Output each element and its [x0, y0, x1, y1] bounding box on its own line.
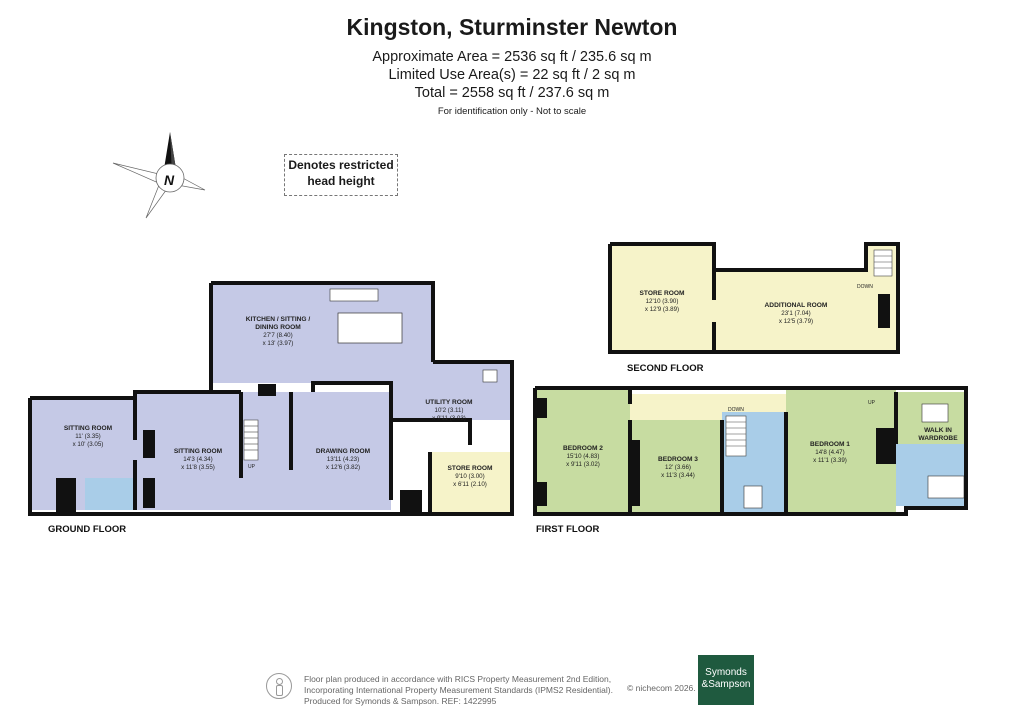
first-stairs-up-label: UP — [868, 400, 876, 406]
bedroom1-name: BEDROOM 1 — [810, 441, 850, 448]
room-cloakroom — [85, 478, 135, 510]
kitchen-dim-1: 27'7 (8.40) — [263, 332, 292, 339]
store-ground-dim-2: x 6'11 (2.10) — [453, 481, 487, 488]
room-bedroom-2 — [537, 388, 630, 512]
utility-dim-2: x 9'11 (3.03) — [432, 415, 466, 422]
sitting1-dim-1: 11' (3.35) — [75, 433, 101, 440]
second-stairs-down-label: DOWN — [857, 284, 873, 290]
second-stairs — [873, 249, 893, 277]
legend-line-1: Denotes restricted — [288, 158, 394, 172]
second-floor-plan: DOWN STORE ROOM 12'10 (3.90) x 12'9 (3.8… — [608, 242, 900, 374]
total-area-text: Total = 2558 sq ft / 237.6 sq m — [414, 85, 610, 101]
store-second-dim-1: 12'10 (3.90) — [646, 298, 679, 305]
drawing-dim-1: 13'11 (4.23) — [327, 456, 359, 463]
store-second-name: STORE ROOM — [640, 290, 685, 297]
bedroom3-dim-1: 12' (3.66) — [665, 464, 691, 471]
wardrobe-name-1: WALK IN — [924, 427, 952, 434]
footer-notes: Floor plan produced in accordance with R… — [304, 674, 613, 707]
second-floor-label: SECOND FLOOR — [627, 363, 704, 374]
bedroom3-dim-2: x 11'3 (3.44) — [661, 472, 695, 479]
room-store-second — [610, 244, 714, 352]
bedroom2-dim-1: 15'10 (4.83) — [567, 453, 600, 460]
room-additional — [714, 270, 898, 352]
store-second-dim-2: x 12'9 (3.89) — [645, 306, 679, 313]
kitchen-dim-2: x 13' (3.97) — [263, 340, 294, 347]
page-title: Kingston, Sturminster Newton — [346, 14, 678, 40]
first-floor-label: FIRST FLOOR — [536, 524, 599, 535]
ground-floor-plan: UP KITCHEN / SITTING / DINING ROOM 27'7 … — [28, 281, 514, 535]
room-store-ground — [430, 452, 510, 512]
legend-line-2: head height — [307, 174, 375, 188]
footer-line-2: Incorporating International Property Mea… — [304, 685, 613, 695]
ground-stairs-up-label: UP — [248, 464, 256, 470]
compass-letter: N — [164, 172, 175, 188]
compass-icon: N — [112, 132, 206, 219]
bedroom2-dim-2: x 9'11 (3.02) — [566, 461, 600, 468]
bedroom2-name: BEDROOM 2 — [563, 445, 603, 452]
room-bedroom-3 — [630, 420, 722, 512]
drawing-name: DRAWING ROOM — [316, 448, 371, 455]
logo-line-1: Symonds — [705, 667, 747, 678]
utility-name: UTILITY ROOM — [425, 399, 473, 406]
restricted-height-legend: Denotes restricted head height — [284, 154, 398, 196]
bedroom3-name: BEDROOM 3 — [658, 456, 698, 463]
first-floor-plan: DOWN UP BEDROOM 2 15'10 (4.83) x 9'11 (3… — [533, 386, 968, 535]
store-ground-dim-1: 9'10 (3.00) — [455, 473, 484, 480]
sitting2-dim-2: x 11'8 (3.55) — [181, 464, 215, 471]
footer-line-1: Floor plan produced in accordance with R… — [304, 674, 612, 684]
limited-use-area-text: Limited Use Area(s) = 22 sq ft / 2 sq m — [388, 67, 636, 83]
brand-logo: Symonds &Sampson — [698, 655, 754, 705]
first-stairs — [725, 415, 747, 457]
utility-sink — [482, 369, 498, 383]
additional-dim-1: 23'1 (7.04) — [781, 310, 810, 317]
approximate-area-text: Approximate Area = 2536 sq ft / 235.6 sq… — [372, 49, 652, 65]
additional-name: ADDITIONAL ROOM — [765, 302, 828, 309]
kitchen-island — [337, 312, 403, 344]
bedroom1-dim-1: 14'8 (4.47) — [815, 449, 844, 456]
sitting1-dim-2: x 10' (3.05) — [73, 441, 104, 448]
utility-dim-1: 10'2 (3.11) — [435, 407, 464, 414]
ground-stairs — [243, 419, 259, 461]
sitting2-name: SITTING ROOM — [174, 448, 223, 455]
logo-line-2: &Sampson — [701, 679, 751, 690]
accessibility-person-icon — [266, 673, 292, 699]
ground-floor-label: GROUND FLOOR — [48, 524, 126, 535]
additional-dim-2: x 12'5 (3.79) — [779, 318, 813, 325]
footer-line-3: Produced for Symonds & Sampson. REF: 142… — [304, 696, 497, 706]
store-ground-name: STORE ROOM — [448, 465, 493, 472]
room-drawing — [291, 392, 391, 510]
kitchen-name-2: DINING ROOM — [255, 324, 301, 331]
first-stairs-down-label: DOWN — [728, 407, 744, 413]
sitting1-name: SITTING ROOM — [64, 425, 113, 432]
drawing-dim-2: x 12'6 (3.82) — [326, 464, 360, 471]
identification-note: For identification only - Not to scale — [437, 106, 587, 117]
copyright-text: © nichecom 2026. — [627, 683, 696, 693]
sitting2-dim-1: 14'3 (4.34) — [183, 456, 212, 463]
wardrobe-name-2: WARDROBE — [918, 435, 958, 442]
kitchen-name-1: KITCHEN / SITTING / — [246, 316, 311, 323]
bedroom1-dim-2: x 11'1 (3.39) — [813, 457, 847, 464]
kitchen-worktop — [329, 288, 379, 302]
